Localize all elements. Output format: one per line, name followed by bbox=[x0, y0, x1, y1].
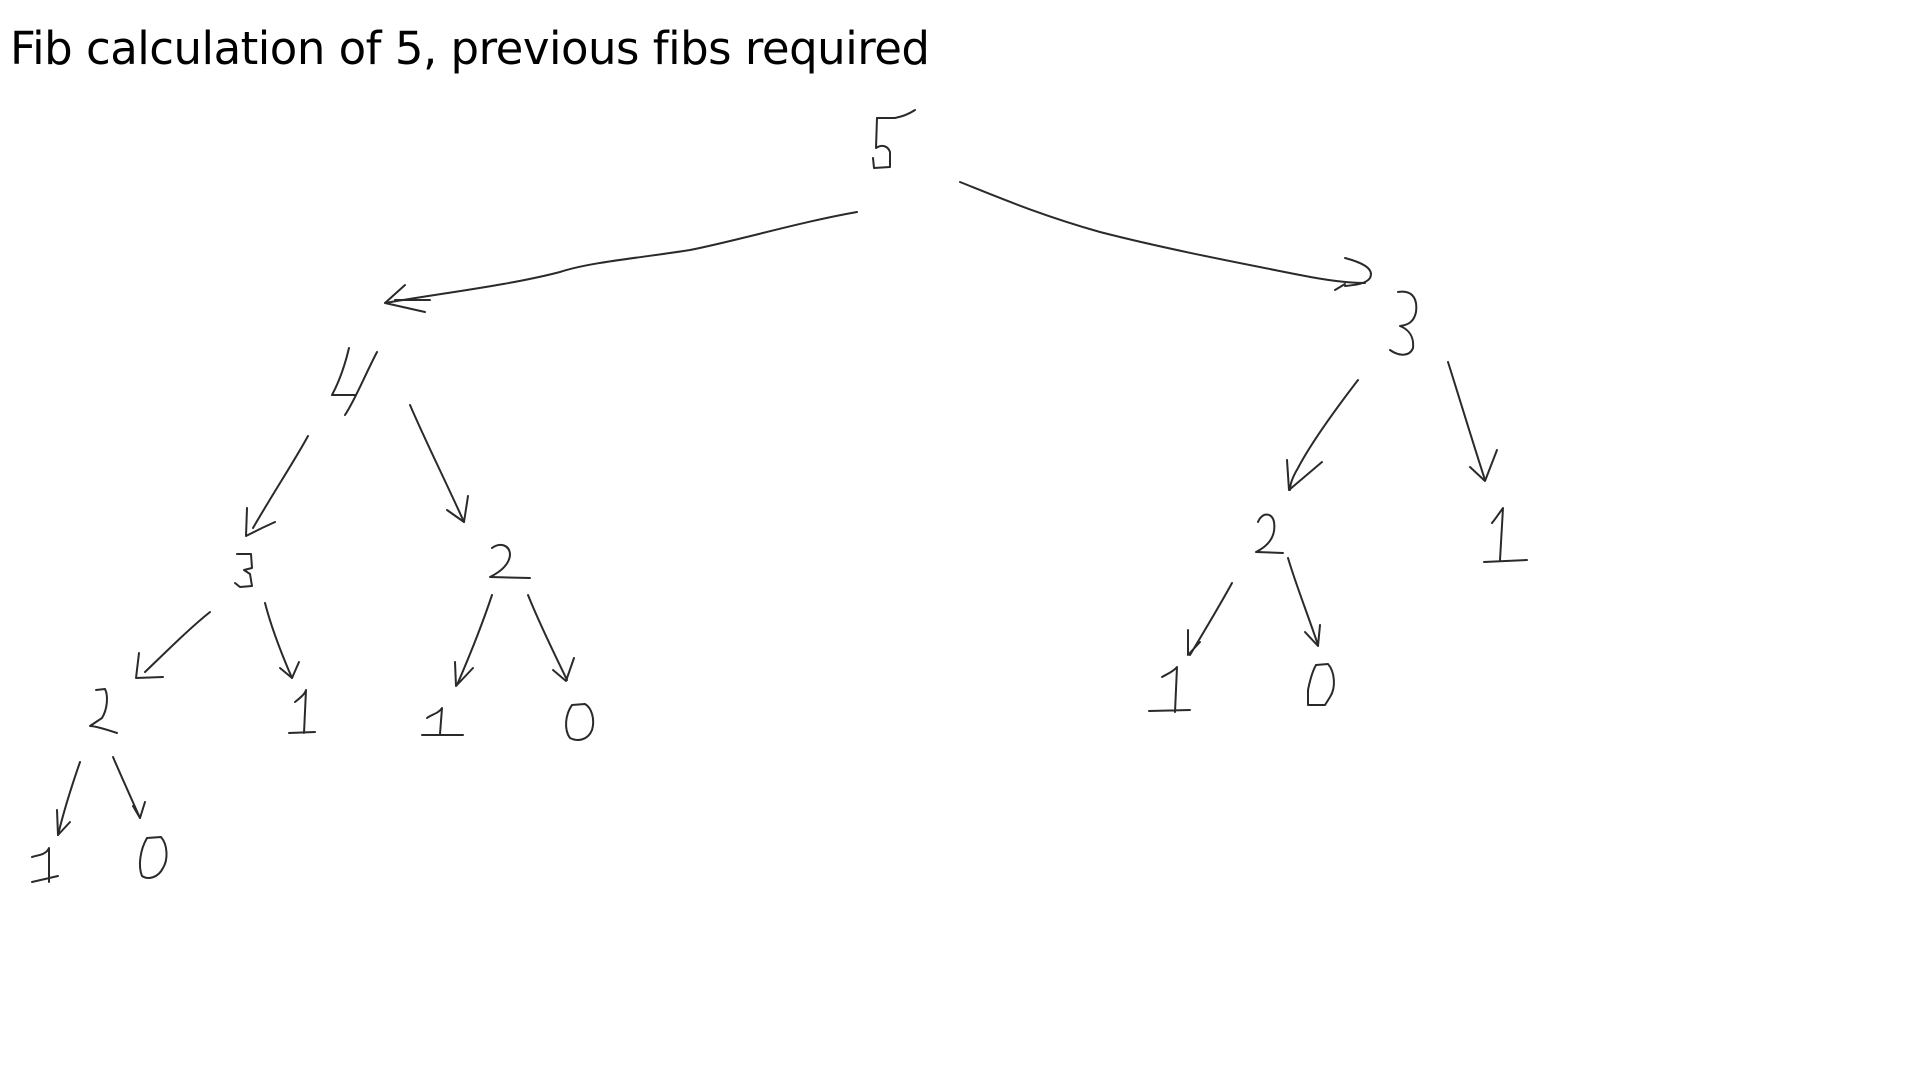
edge-arrow-3r-to-2 bbox=[1286, 379, 1359, 491]
node-fib-3-left bbox=[234, 553, 253, 588]
edge-arrow-2-to-1-mid bbox=[454, 594, 493, 687]
edge-arrow-3-to-1 bbox=[264, 602, 300, 679]
diagram-title: Fib calculation of 5, previous fibs requ… bbox=[10, 22, 930, 75]
edge-arrow-5-to-3 bbox=[959, 181, 1372, 291]
node-fib-2-left bbox=[89, 688, 118, 734]
node-fib-3-right bbox=[1389, 290, 1418, 356]
node-fib-1-c bbox=[1148, 666, 1191, 713]
node-fib-1-right bbox=[1483, 507, 1528, 563]
node-fib-0-b bbox=[1307, 663, 1335, 706]
edge-arrow-2l-to-0 bbox=[112, 756, 146, 819]
node-fib-2-mid bbox=[489, 543, 531, 579]
edge-arrow-5-to-4 bbox=[384, 211, 858, 313]
node-fib-1-b bbox=[421, 707, 464, 736]
edge-arrow-2l-to-1 bbox=[56, 761, 81, 836]
node-fib-1-d bbox=[31, 847, 59, 883]
node-fib-0-c bbox=[138, 836, 168, 879]
node-fib-4 bbox=[331, 347, 378, 416]
node-fib-5 bbox=[872, 109, 916, 169]
edge-arrow-2-to-0-mid bbox=[527, 594, 575, 682]
edge-arrow-3-to-2 bbox=[135, 611, 211, 679]
node-fib-1-a bbox=[288, 689, 316, 734]
edge-arrow-2r-to-0 bbox=[1287, 557, 1321, 647]
edge-arrow-4-to-3 bbox=[245, 435, 309, 537]
edge-arrow-3r-to-1 bbox=[1447, 361, 1498, 482]
edge-arrow-4-to-2 bbox=[409, 404, 469, 523]
tree-nodes bbox=[31, 109, 1528, 883]
tree-edges bbox=[56, 181, 1498, 836]
node-fib-0-a bbox=[565, 703, 595, 741]
node-fib-2-right bbox=[1255, 513, 1284, 554]
edge-arrow-2r-to-1 bbox=[1187, 582, 1233, 656]
